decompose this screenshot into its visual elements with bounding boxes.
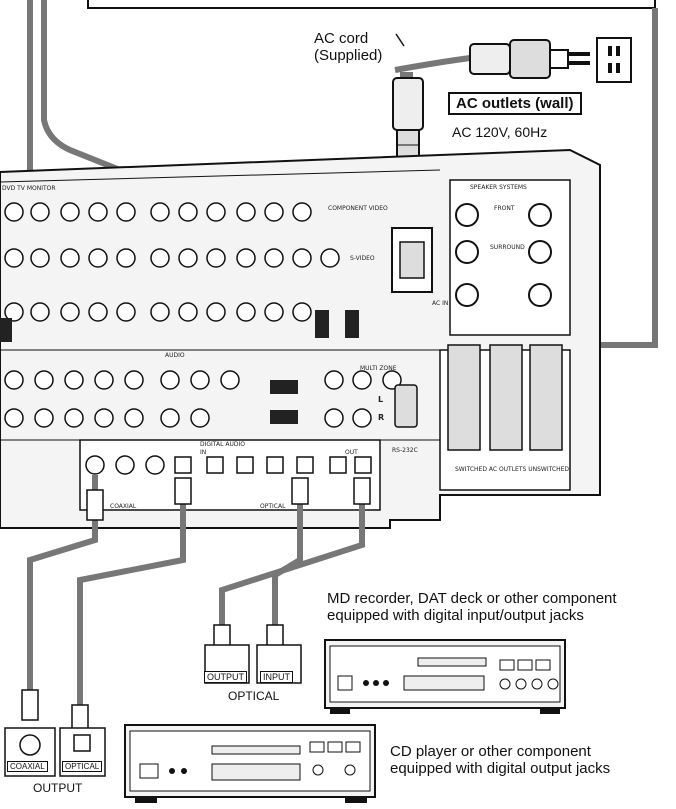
md-recorder: [204, 639, 566, 714]
label-dvd-tv-monitor: DVD TV MONITOR: [2, 185, 56, 192]
ac-plug: [394, 39, 590, 79]
md-recorder-line2: equipped with digital input/output jacks: [327, 607, 584, 625]
speaker-terminals: [455, 203, 552, 307]
cd-player: [124, 724, 376, 803]
label-multi-zone: MULTI ZONE: [360, 365, 397, 372]
label-rs232c: RS-232C: [392, 447, 418, 454]
digital-optical-jacks: [174, 456, 372, 474]
jack-row-2: [4, 248, 340, 268]
optical-plugs: [21, 477, 371, 732]
label-out: OUT: [345, 449, 358, 456]
label-l: L: [378, 395, 384, 404]
md-recorder-caption: MD recorder, DAT deck or other component…: [327, 590, 617, 625]
jack-row-1: [4, 202, 312, 222]
rca-plugs: [0, 310, 359, 424]
jack-row-5: [4, 408, 372, 428]
cd-output-label: OUTPUT: [33, 781, 83, 795]
cd-player-caption: CD player or other component equipped wi…: [390, 743, 610, 778]
md-input-jack-label: INPUT: [260, 671, 293, 683]
rs232c-port: [394, 384, 418, 428]
jack-row-3: [4, 302, 312, 322]
label-ac-in: AC IN: [432, 300, 449, 307]
label-front: FRONT: [494, 205, 515, 212]
cd-coaxial-jack-label: COAXIAL: [7, 761, 48, 772]
cd-player-line2: equipped with digital output jacks: [390, 760, 611, 778]
label-digital-audio: DIGITAL AUDIO: [200, 441, 245, 448]
cable-optical-in: [219, 490, 365, 628]
wall-outlet: [596, 37, 632, 83]
ac-outlets-label: AC outlets (wall): [448, 92, 582, 115]
jack-row-4: [4, 370, 402, 390]
label-component-video: COMPONENT VIDEO: [328, 205, 388, 212]
ac-cord-label: AC cord (Supplied): [314, 30, 382, 65]
cd-player-line1: CD player or other component: [390, 743, 591, 760]
ac-cord-line1: AC cord: [314, 30, 369, 47]
cable-optical-cd: [77, 490, 186, 710]
label-speaker-systems: SPEAKER SYSTEMS: [470, 184, 527, 191]
ac-outlets-spec: AC 120V, 60Hz: [452, 124, 548, 140]
label-s-video: S-VIDEO: [350, 255, 375, 262]
label-in: IN: [200, 449, 207, 456]
label-r: R: [378, 413, 385, 422]
label-surround: SURROUND: [490, 244, 525, 251]
md-optical-label: OPTICAL: [228, 689, 280, 703]
label-audio: AUDIO: [165, 352, 185, 359]
top-frame-line: [87, 0, 656, 9]
ac-cord-line2: (Supplied): [314, 47, 383, 65]
label-switched-outlets: SWITCHED AC OUTLETS UNSWITCHED: [455, 466, 570, 473]
switched-outlets: [447, 344, 563, 451]
digital-coaxial-jacks: [85, 455, 165, 475]
label-optical: OPTICAL: [260, 503, 286, 510]
md-recorder-line1: MD recorder, DAT deck or other component: [327, 590, 617, 607]
ac-inlet: [391, 227, 433, 293]
cd-optical-jack-label: OPTICAL: [62, 761, 103, 772]
md-output-jack-label: OUTPUT: [204, 671, 247, 683]
ac-cord-pointer: [395, 33, 405, 47]
label-coaxial: COAXIAL: [110, 503, 137, 510]
